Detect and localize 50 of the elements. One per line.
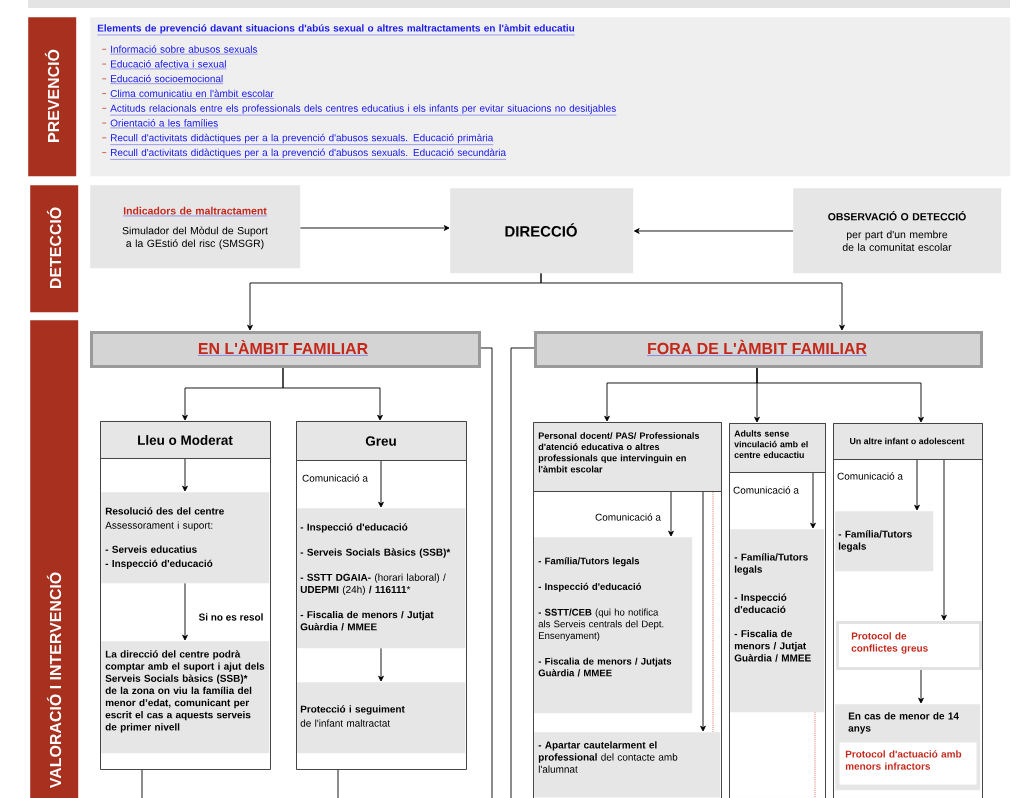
dotted-line <box>712 491 714 733</box>
arrow <box>299 225 450 231</box>
text-box: - Família/Tutors legals - Inspecció d'educació - Fiscalia de menors / Jutjat Guàrdia / MMEE <box>730 529 825 713</box>
connector-line <box>337 769 339 798</box>
connector-line <box>510 347 535 798</box>
dotted-line <box>814 711 816 798</box>
text-box: Protecció i seguiment de l'infant maltractat <box>297 682 466 754</box>
text-box: Resolució des del centre Assessorament i suport: - Serveis educatius - Inspecció d'educació <box>101 492 270 584</box>
info-box: Indicadors de maltractament Simulador del Mòdul de Suport a la GEstió del risc (SMSGR) <box>90 185 301 269</box>
column-header: Personal docent/ PAS/ Professionals d'atenció educativa o altres professionals que intervinguin en l'àmbit escolar <box>533 422 722 492</box>
arrow <box>378 647 384 682</box>
edge-label: Comunicació a <box>301 473 369 483</box>
arrow <box>182 458 188 492</box>
arrow <box>182 582 188 641</box>
arrow <box>941 459 947 621</box>
arrow <box>700 491 706 732</box>
category-banner: EN L'ÀMBIT FAMILIAR <box>90 331 481 368</box>
text-box: - Apartar cautelarment el professional del contacte amb l'alumnat <box>534 732 721 798</box>
connector-line <box>141 769 143 798</box>
arrow <box>810 472 816 529</box>
text-box: - Inspecció d'educació - Serveis Socials Bàsics (SSB)* - SSTT DGAIA- (horari laboral) / UDEPMI (24h) / 116111* - Fiscalia de menors / Jutjat Guàrdia / MMEE <box>297 508 466 649</box>
category-banner: FORA DE L'ÀMBIT FAMILIAR <box>534 331 983 368</box>
text-box: - Família/Tutors legals - Inspecció d'educació - SSTT/CEB (qui ho notifica als Serveis centrals del Dept. Ensenyament) - Fiscalia de menors / Jutjats Guàrdia / MMEE <box>534 537 693 714</box>
arrow <box>633 228 794 234</box>
text-box: - Família/Tutors legals <box>835 511 934 572</box>
link-box: Protocol de conflictes greus <box>836 621 982 670</box>
edge-label: Comunicació a <box>836 471 904 481</box>
section-bar: DETECCIÓ <box>30 185 79 313</box>
arrow <box>540 272 845 331</box>
info-box: DIRECCIÓ <box>450 188 634 274</box>
arrow <box>378 460 384 508</box>
edge-label: Si no es resol <box>197 612 265 622</box>
column-header: Lleu o Moderat <box>100 421 271 459</box>
column-header: Greu <box>296 421 467 461</box>
info-box: OBSERVACIÓ O DETECCIÓ per part d'un membre de la comunitat escolar <box>793 188 1002 274</box>
section-bar: VALORACIÓ I INTERVENCIÓ <box>30 320 79 798</box>
prevention-panel: Elements de prevenció davant situacions d'abús sexual o altres maltractaments en l'àmbit educatiu Informació sobre abusos sexuals Educació afectiva i sexual Educació socioemocional Clima comunicatiu en l'àmbit escolar Actituds relacionals entre els professionals dels centres educatius i els infants per evitar situacions no desitjables Orientació a les famílies Recull d'activitats didàctiques per a la prevenció d'abusos sexuals. Educació primària Recull d'activitats didàctiques per a la prevenció d'abusos sexuals. Educació secundària <box>90 17 1011 177</box>
connector-line <box>480 347 493 798</box>
arrow <box>756 367 924 423</box>
column-header: Adults sense vinculació amb el centre educactiu <box>729 423 826 473</box>
edge-label: Comunicació a <box>732 485 800 495</box>
arrow <box>914 459 920 511</box>
edge-label: Comunicació a <box>594 512 662 522</box>
section-bar: PREVENCIÓ <box>28 17 77 177</box>
column-header: Un altre infant o adolescent <box>833 423 983 460</box>
arrow <box>668 491 674 537</box>
text-box: La direcció del centre podrà comptar amb el suport i ajut dels Serveis Socials bàsics (SSB)* de la zona on viu la família del menor d’edat, comunicant per escrit el cas a aquests serveis de primer nivell <box>101 641 270 754</box>
link-box: Protocol d'actuació amb menors infractors <box>839 742 977 785</box>
arrow <box>918 669 924 704</box>
arrow <box>282 367 383 421</box>
